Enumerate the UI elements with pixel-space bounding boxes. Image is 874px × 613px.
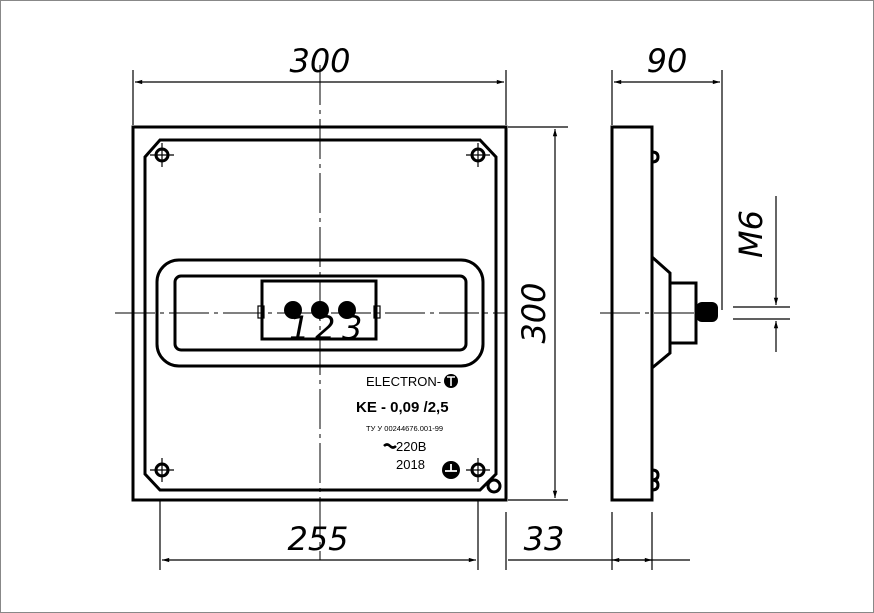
dim-mounting: 255: [287, 520, 348, 558]
dim-width: 300: [289, 42, 350, 80]
dimension-lines: [132, 70, 790, 570]
terminal-1: [284, 301, 302, 319]
terminal-label: 3: [342, 309, 362, 347]
terminal-3: [338, 301, 356, 319]
dim-depth: 90: [647, 42, 688, 80]
voltage-label: 220В: [396, 439, 426, 454]
dim-thread: M6: [732, 210, 770, 258]
center-line: [115, 65, 700, 560]
screw-icons: [150, 143, 502, 494]
terminal-label: 1: [289, 309, 309, 347]
spec-label: ТУ У 00244676.001-99: [366, 424, 443, 433]
side-view: [610, 125, 718, 502]
terminal-block: [260, 279, 378, 341]
brand-label: ELECTRON-: [366, 374, 441, 389]
model-label: KE - 0,09 /2,5: [356, 399, 449, 416]
year-label: 2018: [396, 457, 425, 472]
lid-outline: [143, 138, 498, 492]
dim-offset: 33: [524, 520, 565, 558]
dim-height: 300: [515, 282, 553, 343]
ac-icon: [383, 443, 397, 449]
terminal-label: 2: [315, 309, 335, 347]
